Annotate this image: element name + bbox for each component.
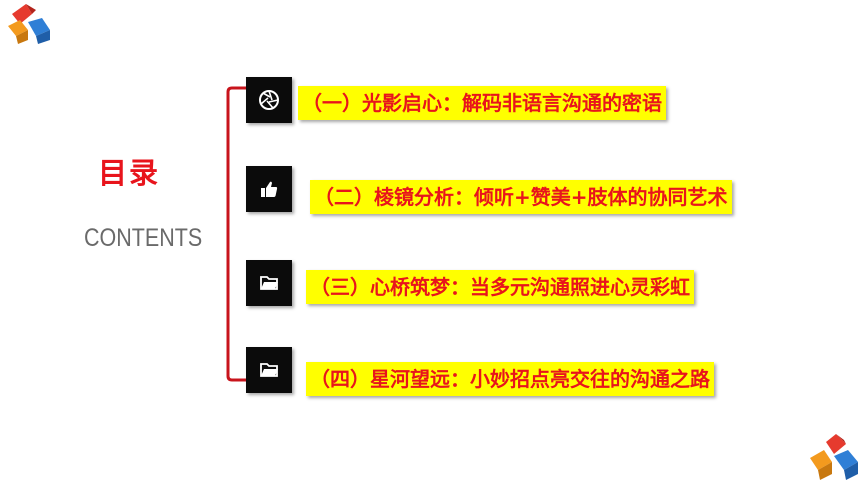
thumbs-up-icon: [261, 181, 278, 197]
toc-item-3-icon-box: [246, 260, 292, 306]
toc-item-1[interactable]: （一）光影启心：解码非语言沟通的密语: [298, 86, 666, 120]
brand-logo-top-left: [8, 4, 50, 44]
folder-icon: [260, 276, 278, 290]
toc-item-2-icon-box: [246, 166, 292, 212]
toc-item-2[interactable]: （二）棱镜分析：倾听+赞美+肢体的协同艺术: [310, 180, 732, 214]
brand-logo-bottom-right: [810, 434, 858, 480]
toc-item-1-icon-box: [246, 77, 292, 123]
toc-item-4[interactable]: （四）星河望远：小妙招点亮交往的沟通之路: [306, 362, 714, 396]
aperture-icon: [259, 90, 279, 110]
toc-item-4-icon-box: [246, 347, 292, 393]
toc-subtitle: CONTENTS: [84, 224, 203, 252]
folder-icon: [260, 363, 278, 377]
toc-item-3[interactable]: （三）心桥筑梦：当多元沟通照进心灵彩虹: [306, 270, 694, 304]
toc-title: 目录: [98, 156, 161, 190]
